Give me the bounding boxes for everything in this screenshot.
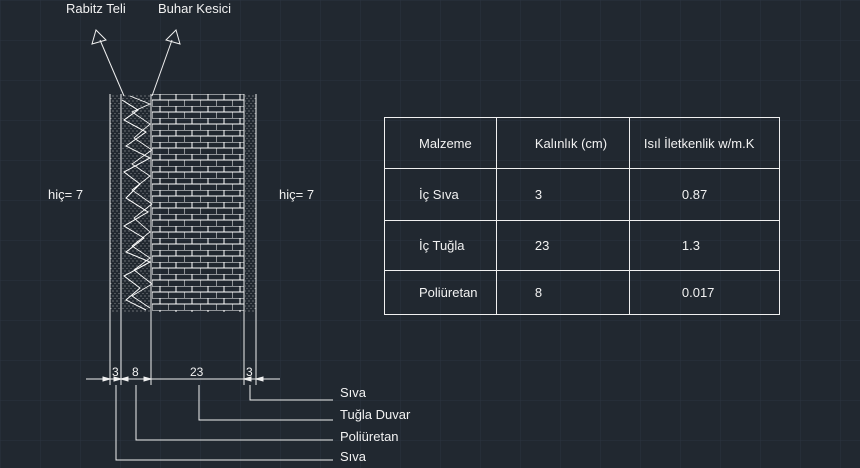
inner-plaster-layer bbox=[110, 94, 121, 312]
dimension-23: 23 bbox=[190, 365, 204, 379]
legend-leaders bbox=[115, 385, 333, 461]
table-header-row: Malzeme Kalınlık (cm) Isıl İletkenlik w/… bbox=[384, 117, 781, 169]
insulation-layer bbox=[122, 94, 151, 312]
outer-plaster-layer bbox=[245, 94, 256, 312]
label-hic-left: hiç= 7 bbox=[48, 187, 84, 202]
dimension-3-left: 3 bbox=[112, 365, 119, 379]
cell-conductivity: 0.87 bbox=[628, 168, 781, 221]
cell-material: Poliüretan bbox=[384, 270, 497, 315]
cell-thickness: 8 bbox=[495, 270, 630, 315]
arrow-head-right bbox=[165, 29, 181, 45]
leader-arrows bbox=[91, 29, 181, 97]
header-kalinlik: Kalınlık (cm) bbox=[495, 117, 630, 169]
legend-tugla-duvar: Tuğla Duvar bbox=[340, 407, 411, 422]
table-row: İç Tuğla 23 1.3 bbox=[384, 220, 781, 271]
label-hic-right: hiç= 7 bbox=[279, 187, 315, 202]
material-table: Malzeme Kalınlık (cm) Isıl İletkenlik w/… bbox=[384, 117, 781, 315]
brick-layer bbox=[152, 94, 244, 312]
arrow-head-left bbox=[91, 29, 107, 45]
dimension-3-right: 3 bbox=[246, 365, 253, 379]
table-row: Poliüretan 8 0.017 bbox=[384, 270, 781, 315]
legend-siva-inner: Sıva bbox=[340, 449, 367, 464]
cell-material: İç Sıva bbox=[384, 168, 497, 221]
header-malzeme: Malzeme bbox=[384, 117, 497, 169]
wall-section bbox=[109, 94, 257, 312]
legend-siva-outer: Sıva bbox=[340, 385, 367, 400]
cell-thickness: 23 bbox=[495, 220, 630, 271]
cell-thickness: 3 bbox=[495, 168, 630, 221]
label-rabitz-teli: Rabitz Teli bbox=[66, 1, 126, 16]
mesh-zigzag bbox=[121, 99, 152, 311]
table-row: İç Sıva 3 0.87 bbox=[384, 168, 781, 221]
cell-material: İç Tuğla bbox=[384, 220, 497, 271]
dimension-line bbox=[86, 312, 280, 385]
legend-poliuretan: Poliüretan bbox=[340, 429, 399, 444]
dimension-8: 8 bbox=[132, 365, 139, 379]
header-iletkenlik: Isıl İletkenlik w/m.K bbox=[628, 117, 781, 169]
cell-conductivity: 0.017 bbox=[628, 270, 781, 315]
cell-conductivity: 1.3 bbox=[628, 220, 781, 271]
label-buhar-kesici: Buhar Kesici bbox=[158, 1, 231, 16]
